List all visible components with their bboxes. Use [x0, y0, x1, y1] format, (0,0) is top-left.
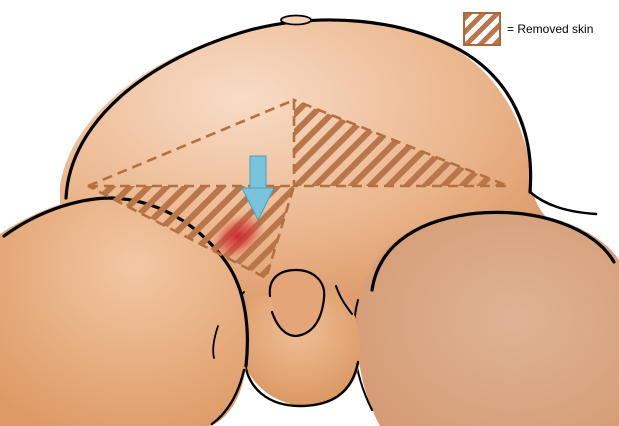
- top-oval-mark: [281, 16, 311, 25]
- legend-hatch-swatch: [463, 12, 501, 46]
- legend: = Removed skin: [463, 12, 593, 46]
- legend-label: = Removed skin: [507, 22, 593, 36]
